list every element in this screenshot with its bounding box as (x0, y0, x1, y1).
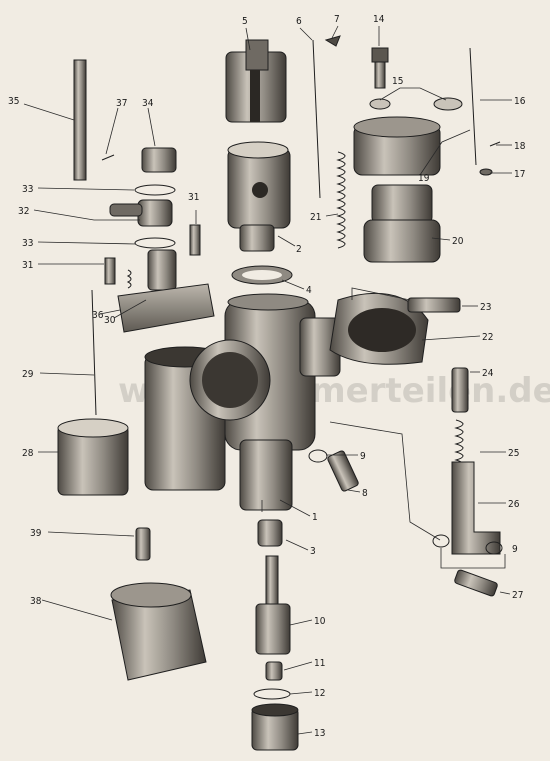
callout-22: 22 (482, 332, 493, 343)
callout-12: 12 (314, 688, 325, 699)
callout-26: 26 (508, 499, 520, 510)
callout-31-right: 31 (188, 192, 199, 203)
part-25-spring (454, 419, 464, 469)
part-39-screw (135, 527, 151, 561)
part-7-clip (324, 35, 341, 47)
part-8-screw (327, 450, 359, 492)
callout-32: 32 (18, 206, 29, 217)
part-29-float-needle (91, 289, 97, 416)
part-15-washer-b (433, 97, 463, 111)
part-27-bolt (454, 569, 498, 597)
callout-37: 37 (116, 98, 127, 109)
callout-38: 38 (30, 596, 42, 607)
callout-21: 21 (310, 212, 321, 223)
callout-4: 4 (306, 285, 312, 296)
callout-36: 36 (92, 310, 104, 321)
part-33-ring-top (134, 184, 176, 196)
part-19-knurled-cap (353, 116, 441, 176)
callout-5: 5 (242, 16, 248, 27)
part-11-main-jet (265, 661, 283, 681)
part-20-chamber-lid (363, 184, 441, 263)
callout-19: 19 (418, 173, 430, 184)
callout-28: 28 (22, 448, 34, 459)
part-31-screw-left (104, 257, 116, 285)
callout-33-upper: 33 (22, 184, 33, 195)
part-10-needle-jet (255, 555, 291, 655)
part-35-rod (73, 59, 87, 181)
callout-labels: 5 6 7 14 15 16 18 17 19 20 21 2 4 23 22 … (8, 14, 526, 739)
callout-6: 6 (296, 16, 302, 27)
part-30-float-lid (117, 249, 215, 333)
part-34-nut (141, 147, 177, 173)
part-16-long-screw (469, 47, 477, 166)
part-1-carburettor-body (144, 293, 341, 511)
callout-31-left: 31 (22, 260, 33, 271)
part-28-float (57, 418, 129, 496)
part-14-bolt (371, 47, 389, 89)
part-32-elbow (109, 199, 173, 227)
part-38-sleeve (110, 582, 207, 681)
callout-29: 29 (22, 369, 34, 380)
callout-13: 13 (314, 728, 325, 739)
callout-9-right: 9 (512, 544, 518, 555)
callout-34: 34 (142, 98, 154, 109)
part-31-screw-right (189, 224, 201, 256)
callout-17: 17 (514, 169, 525, 180)
callout-11: 11 (314, 658, 325, 669)
part-26-elbow (451, 461, 501, 555)
parts-layer (57, 35, 503, 751)
part-15-washer-a (369, 98, 391, 110)
callout-20: 20 (452, 236, 464, 247)
callout-25: 25 (508, 448, 519, 459)
part-37-pin (101, 154, 115, 161)
part-13-cap-nut (251, 703, 299, 751)
part-24-screw (451, 367, 469, 413)
part-17-nut (479, 168, 493, 176)
callout-35: 35 (8, 96, 19, 107)
callout-9: 9 (360, 451, 366, 462)
callout-18: 18 (514, 141, 526, 152)
part-33-ring-bottom (134, 237, 176, 249)
callout-1: 1 (312, 512, 318, 523)
part-23-bolt (407, 297, 461, 313)
part-12-washer (253, 688, 291, 700)
part-21-spring (336, 151, 346, 249)
part-18-clip (489, 141, 501, 147)
callout-15: 15 (392, 76, 403, 87)
part-36-spring (126, 269, 132, 289)
part-9-washer-right (485, 541, 503, 555)
callout-7: 7 (334, 14, 340, 25)
callout-33-lower: 33 (22, 238, 33, 249)
part-22-clamp (329, 292, 429, 365)
callout-2: 2 (296, 244, 302, 255)
part-9-washer-upper (308, 449, 328, 463)
part-3-jet (257, 519, 283, 547)
callout-39: 39 (30, 528, 42, 539)
part-9-washer-left (432, 534, 450, 548)
callout-3: 3 (310, 546, 316, 557)
leader-lines (23, 25, 512, 735)
callout-23: 23 (480, 302, 491, 313)
callout-16: 16 (514, 96, 526, 107)
callout-14: 14 (373, 14, 385, 25)
part-6-needle (312, 39, 321, 199)
part-5-throttle-slide (225, 39, 287, 123)
callout-24: 24 (482, 368, 494, 379)
callout-30: 30 (104, 315, 116, 326)
callout-8: 8 (362, 488, 368, 499)
callout-10: 10 (314, 616, 326, 627)
part-2-slide-body (227, 141, 291, 252)
callout-27: 27 (512, 590, 523, 601)
